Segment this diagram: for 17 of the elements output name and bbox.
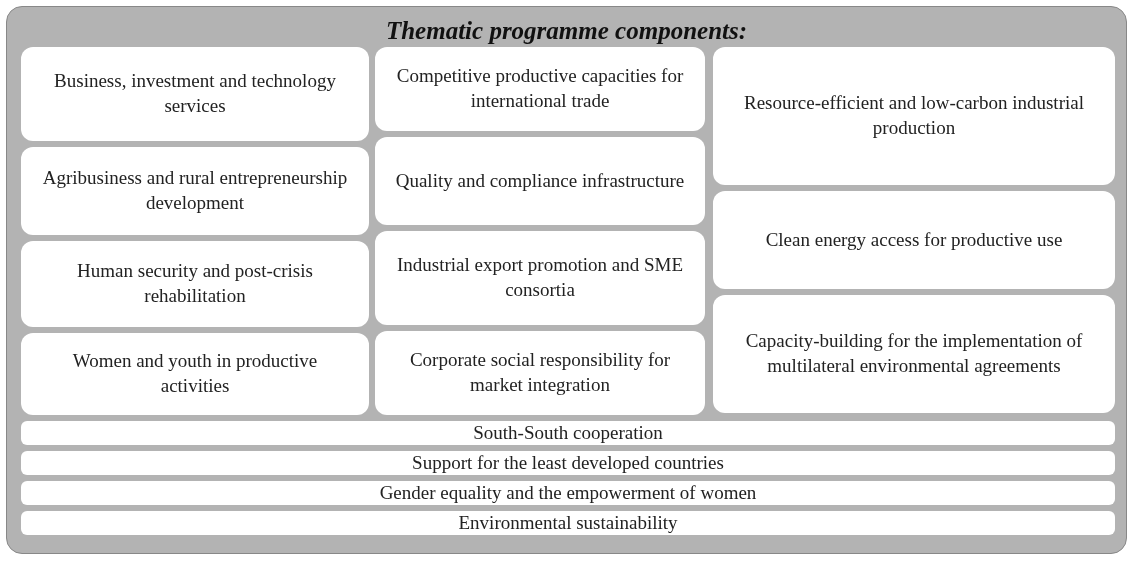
component-box: Industrial export promotion and SME consortia <box>375 231 705 325</box>
component-box: Resource-efficient and low-carbon industrial production <box>713 47 1115 185</box>
component-box: Corporate social responsibility for market integration <box>375 331 705 415</box>
panel-heading: Thematic programme components: <box>384 17 749 45</box>
component-box: Business, investment and technology services <box>21 47 369 141</box>
cross-cutting-band: Environmental sustainability <box>21 511 1115 535</box>
cross-cutting-band: Support for the least developed countries <box>21 451 1115 475</box>
component-box: Agribusiness and rural entrepreneurship development <box>21 147 369 235</box>
cross-cutting-band: South-South cooperation <box>21 421 1115 445</box>
cross-cutting-band: Gender equality and the empowerment of women <box>21 481 1115 505</box>
component-box: Human security and post-crisis rehabilitation <box>21 241 369 327</box>
component-box: Capacity-building for the implementation of multilateral environmental agreements <box>713 295 1115 413</box>
container-panel <box>6 6 1127 554</box>
component-box: Women and youth in productive activities <box>21 333 369 415</box>
component-box: Clean energy access for productive use <box>713 191 1115 289</box>
component-box: Quality and compliance infrastructure <box>375 137 705 225</box>
component-box: Competitive productive capacities for international trade <box>375 47 705 131</box>
